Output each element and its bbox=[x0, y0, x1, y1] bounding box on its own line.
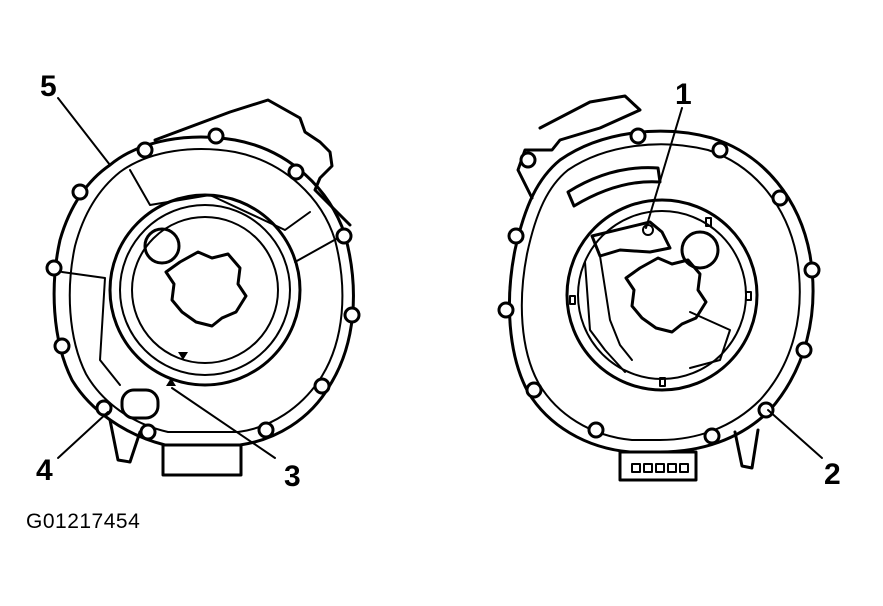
leader-2 bbox=[767, 409, 823, 459]
left-rotor-outer-ring bbox=[108, 193, 302, 387]
right-rotor-ticks bbox=[569, 217, 752, 387]
left-alignment-arrow-lower bbox=[166, 378, 176, 386]
left-alignment-arrow-upper bbox=[178, 352, 188, 360]
leader-3 bbox=[171, 387, 276, 459]
right-mounting-lugs bbox=[497, 127, 821, 445]
callout-5: 5 bbox=[40, 70, 57, 103]
right-outer-housing bbox=[507, 129, 815, 454]
callout-1: 1 bbox=[675, 78, 692, 111]
right-housing-tab bbox=[516, 94, 642, 200]
leader-5 bbox=[57, 97, 111, 166]
callout-labels: 1 2 3 4 5 bbox=[36, 70, 841, 493]
left-pigtail bbox=[108, 418, 142, 464]
leader-1 bbox=[645, 107, 683, 229]
right-lock-lever bbox=[590, 220, 672, 258]
left-outer-housing bbox=[52, 135, 355, 447]
right-view-clockspring bbox=[497, 94, 821, 482]
left-center-hub bbox=[164, 250, 248, 328]
left-lower-oval bbox=[120, 388, 160, 420]
right-rotor-outer-ring bbox=[565, 198, 759, 392]
callout-leaders bbox=[57, 97, 823, 459]
right-pigtail bbox=[733, 428, 760, 470]
figure-id: G01217454 bbox=[26, 510, 141, 533]
left-view-clockspring bbox=[45, 98, 361, 477]
left-mounting-lugs bbox=[45, 127, 361, 441]
leader-4 bbox=[57, 411, 109, 459]
left-bottom-connector bbox=[161, 443, 243, 477]
right-bottom-connector bbox=[618, 450, 698, 482]
right-window-circle bbox=[680, 230, 720, 270]
right-connector-pins bbox=[631, 463, 689, 473]
callout-3: 3 bbox=[284, 460, 301, 493]
callout-4: 4 bbox=[36, 454, 53, 487]
right-center-hub bbox=[624, 256, 708, 334]
left-housing-tab bbox=[153, 98, 352, 227]
left-small-window bbox=[143, 227, 181, 265]
callout-2: 2 bbox=[824, 458, 841, 491]
